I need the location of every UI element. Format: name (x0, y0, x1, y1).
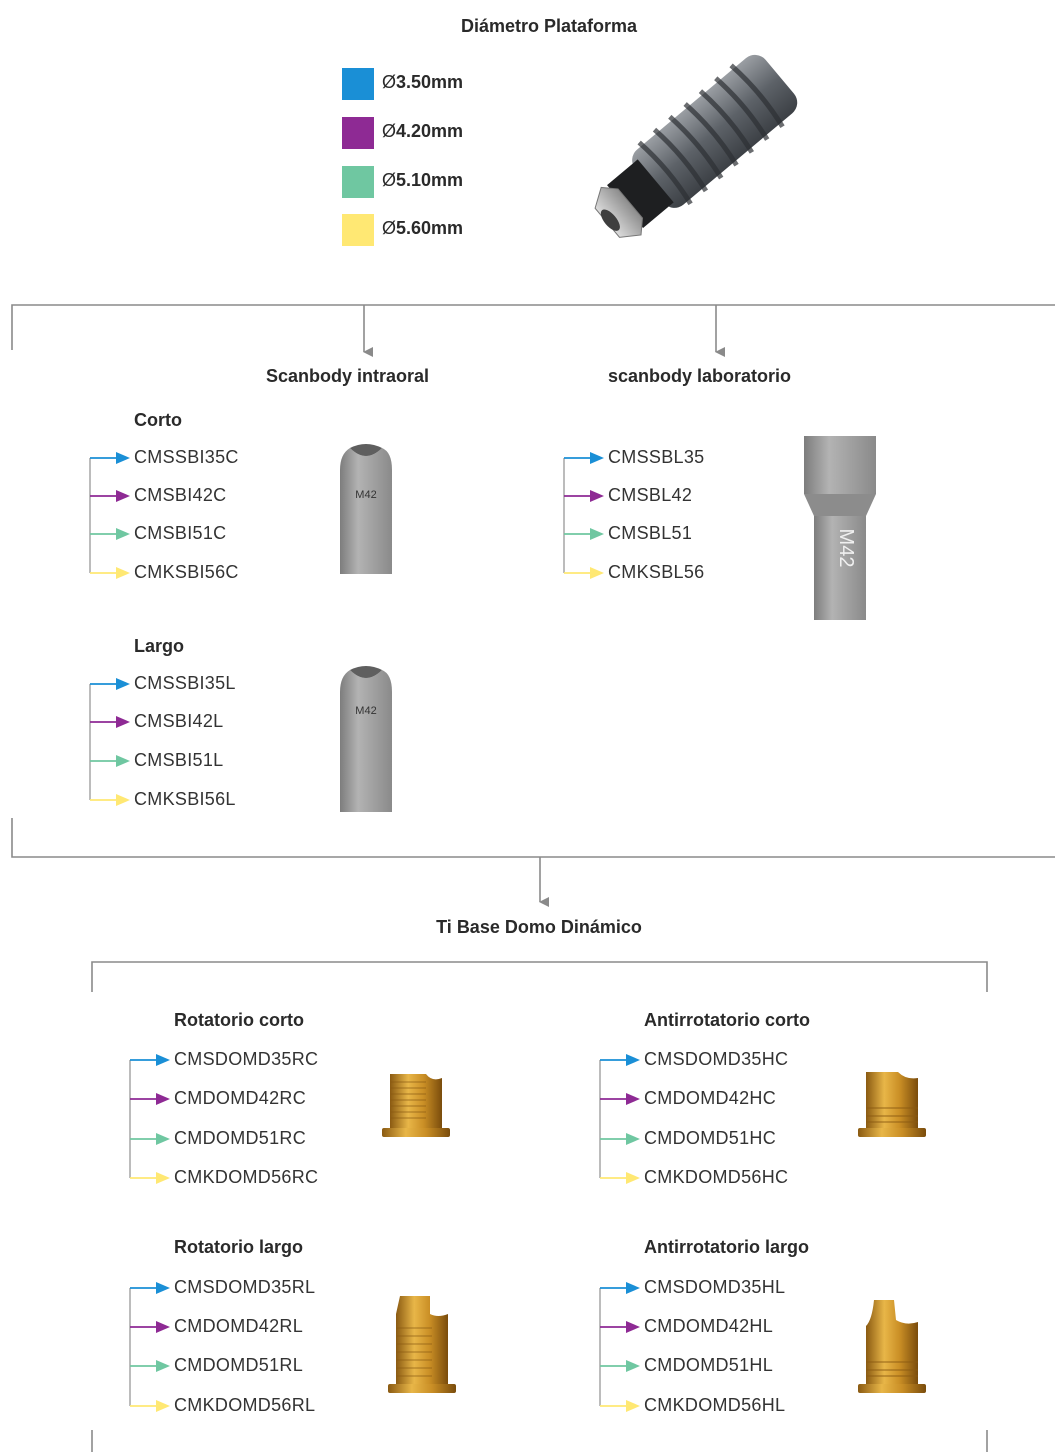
code-item: CMSSBL35 (608, 447, 705, 467)
branch-arrow-head (156, 1360, 170, 1372)
legend-label-yellow: Ø5.60mm (382, 218, 464, 238)
code-item: CMDOMD42HC (644, 1088, 777, 1108)
code-item: CMSSBI35L (134, 673, 236, 693)
code-item: CMDOMD51HC (644, 1128, 777, 1148)
rotatorio-largo-label: Rotatorio largo (174, 1237, 303, 1257)
branch-arrow-head (156, 1054, 170, 1066)
tibase-antirrotatorio-corto-image (858, 1072, 926, 1137)
scanbody-laboratorio-image: M42 (804, 436, 876, 620)
code-item: CMKSBI56L (134, 789, 236, 809)
branch-arrow-head (116, 528, 130, 540)
code-item: CMSBI51L (134, 750, 224, 770)
code-item: CMSSBI35C (134, 447, 239, 467)
antirrotatorio-largo-label: Antirrotatorio largo (644, 1237, 809, 1257)
branch-arrow-head (156, 1400, 170, 1412)
code-item: CMKSBI56C (134, 562, 239, 582)
legend-label-blue: Ø3.50mm (382, 72, 464, 92)
branch-arrow-head (116, 678, 130, 690)
code-item: CMSDOMD35HC (644, 1049, 789, 1069)
antirrotatorio-corto-label: Antirrotatorio corto (644, 1010, 810, 1030)
branch-arrow-head (626, 1172, 640, 1184)
branch-arrow-head (590, 567, 604, 579)
code-item: CMSBL51 (608, 523, 693, 543)
branch-arrow-head (156, 1093, 170, 1105)
branch-arrow-head (116, 755, 130, 767)
branch-arrow-head (116, 794, 130, 806)
code-item: CMDOMD42RC (174, 1088, 307, 1108)
scanbody-largo-image: M42 (340, 666, 392, 812)
engraving-text: M42 (355, 705, 376, 717)
rotatorio-corto-label: Rotatorio corto (174, 1010, 304, 1030)
branch-arrow-head (626, 1282, 640, 1294)
code-item: CMSDOMD35RC (174, 1049, 319, 1069)
legend-swatch-purple (342, 117, 374, 149)
scanbody-intraoral-title: Scanbody intraoral (266, 366, 430, 386)
engraving-text: M42 (355, 489, 376, 501)
branch-arrow-head (156, 1321, 170, 1333)
legend-swatch-blue (342, 68, 374, 100)
code-item: CMDOMD51RC (174, 1128, 307, 1148)
code-item: CMSBL42 (608, 485, 693, 505)
code-item: CMDOMD51RL (174, 1355, 304, 1375)
corto-label: Corto (134, 410, 182, 430)
branch-arrow-head (626, 1400, 640, 1412)
branch-arrow-head (626, 1133, 640, 1145)
branch-arrow-head (626, 1054, 640, 1066)
branch-arrow-head (156, 1172, 170, 1184)
code-item: CMDOMD42HL (644, 1316, 774, 1336)
legend-swatch-green (342, 166, 374, 198)
tibase-rotatorio-corto-image (382, 1074, 450, 1137)
branch-arrow-head (156, 1133, 170, 1145)
engraving-text: M42 (835, 529, 857, 568)
branch-arrow-head (116, 490, 130, 502)
code-item: CMKDOMD56HL (644, 1395, 786, 1415)
branch-arrow-head (116, 716, 130, 728)
implant-image (594, 54, 798, 238)
code-item: CMDOMD51HL (644, 1355, 774, 1375)
branch-arrow-head (116, 452, 130, 464)
scanbody-corto-image: M42 (340, 444, 392, 574)
branch-arrow-head (626, 1321, 640, 1333)
branch-arrow-head (626, 1360, 640, 1372)
code-item: CMSDOMD35HL (644, 1277, 786, 1297)
legend-swatch-yellow (342, 214, 374, 246)
tibase-title: Ti Base Domo Dinámico (436, 917, 642, 937)
branch-arrow-head (156, 1282, 170, 1294)
legend-label-green: Ø5.10mm (382, 170, 464, 190)
code-item: CMDOMD42RL (174, 1316, 304, 1336)
code-item: CMSBI51C (134, 523, 227, 543)
tibase-antirrotatorio-largo-image (858, 1300, 926, 1393)
code-item: CMKDOMD56RL (174, 1395, 316, 1415)
code-item: CMSBI42C (134, 485, 227, 505)
scanbody-laboratorio-title: scanbody laboratorio (608, 366, 792, 386)
branch-arrow-head (116, 567, 130, 579)
code-item: CMSBI42L (134, 711, 224, 731)
largo-label: Largo (134, 636, 185, 656)
code-item: CMSDOMD35RL (174, 1277, 316, 1297)
branch-arrow-head (590, 528, 604, 540)
code-item: CMKSBL56 (608, 562, 705, 582)
code-item: CMKDOMD56RC (174, 1167, 319, 1187)
code-item: CMKDOMD56HC (644, 1167, 789, 1187)
page-title: Diámetro Plataforma (460, 16, 638, 36)
branch-arrow-head (590, 490, 604, 502)
branch-arrow-head (590, 452, 604, 464)
tibase-rotatorio-largo-image (388, 1296, 456, 1393)
branch-arrow-head (626, 1093, 640, 1105)
legend-label-purple: Ø4.20mm (382, 121, 464, 141)
